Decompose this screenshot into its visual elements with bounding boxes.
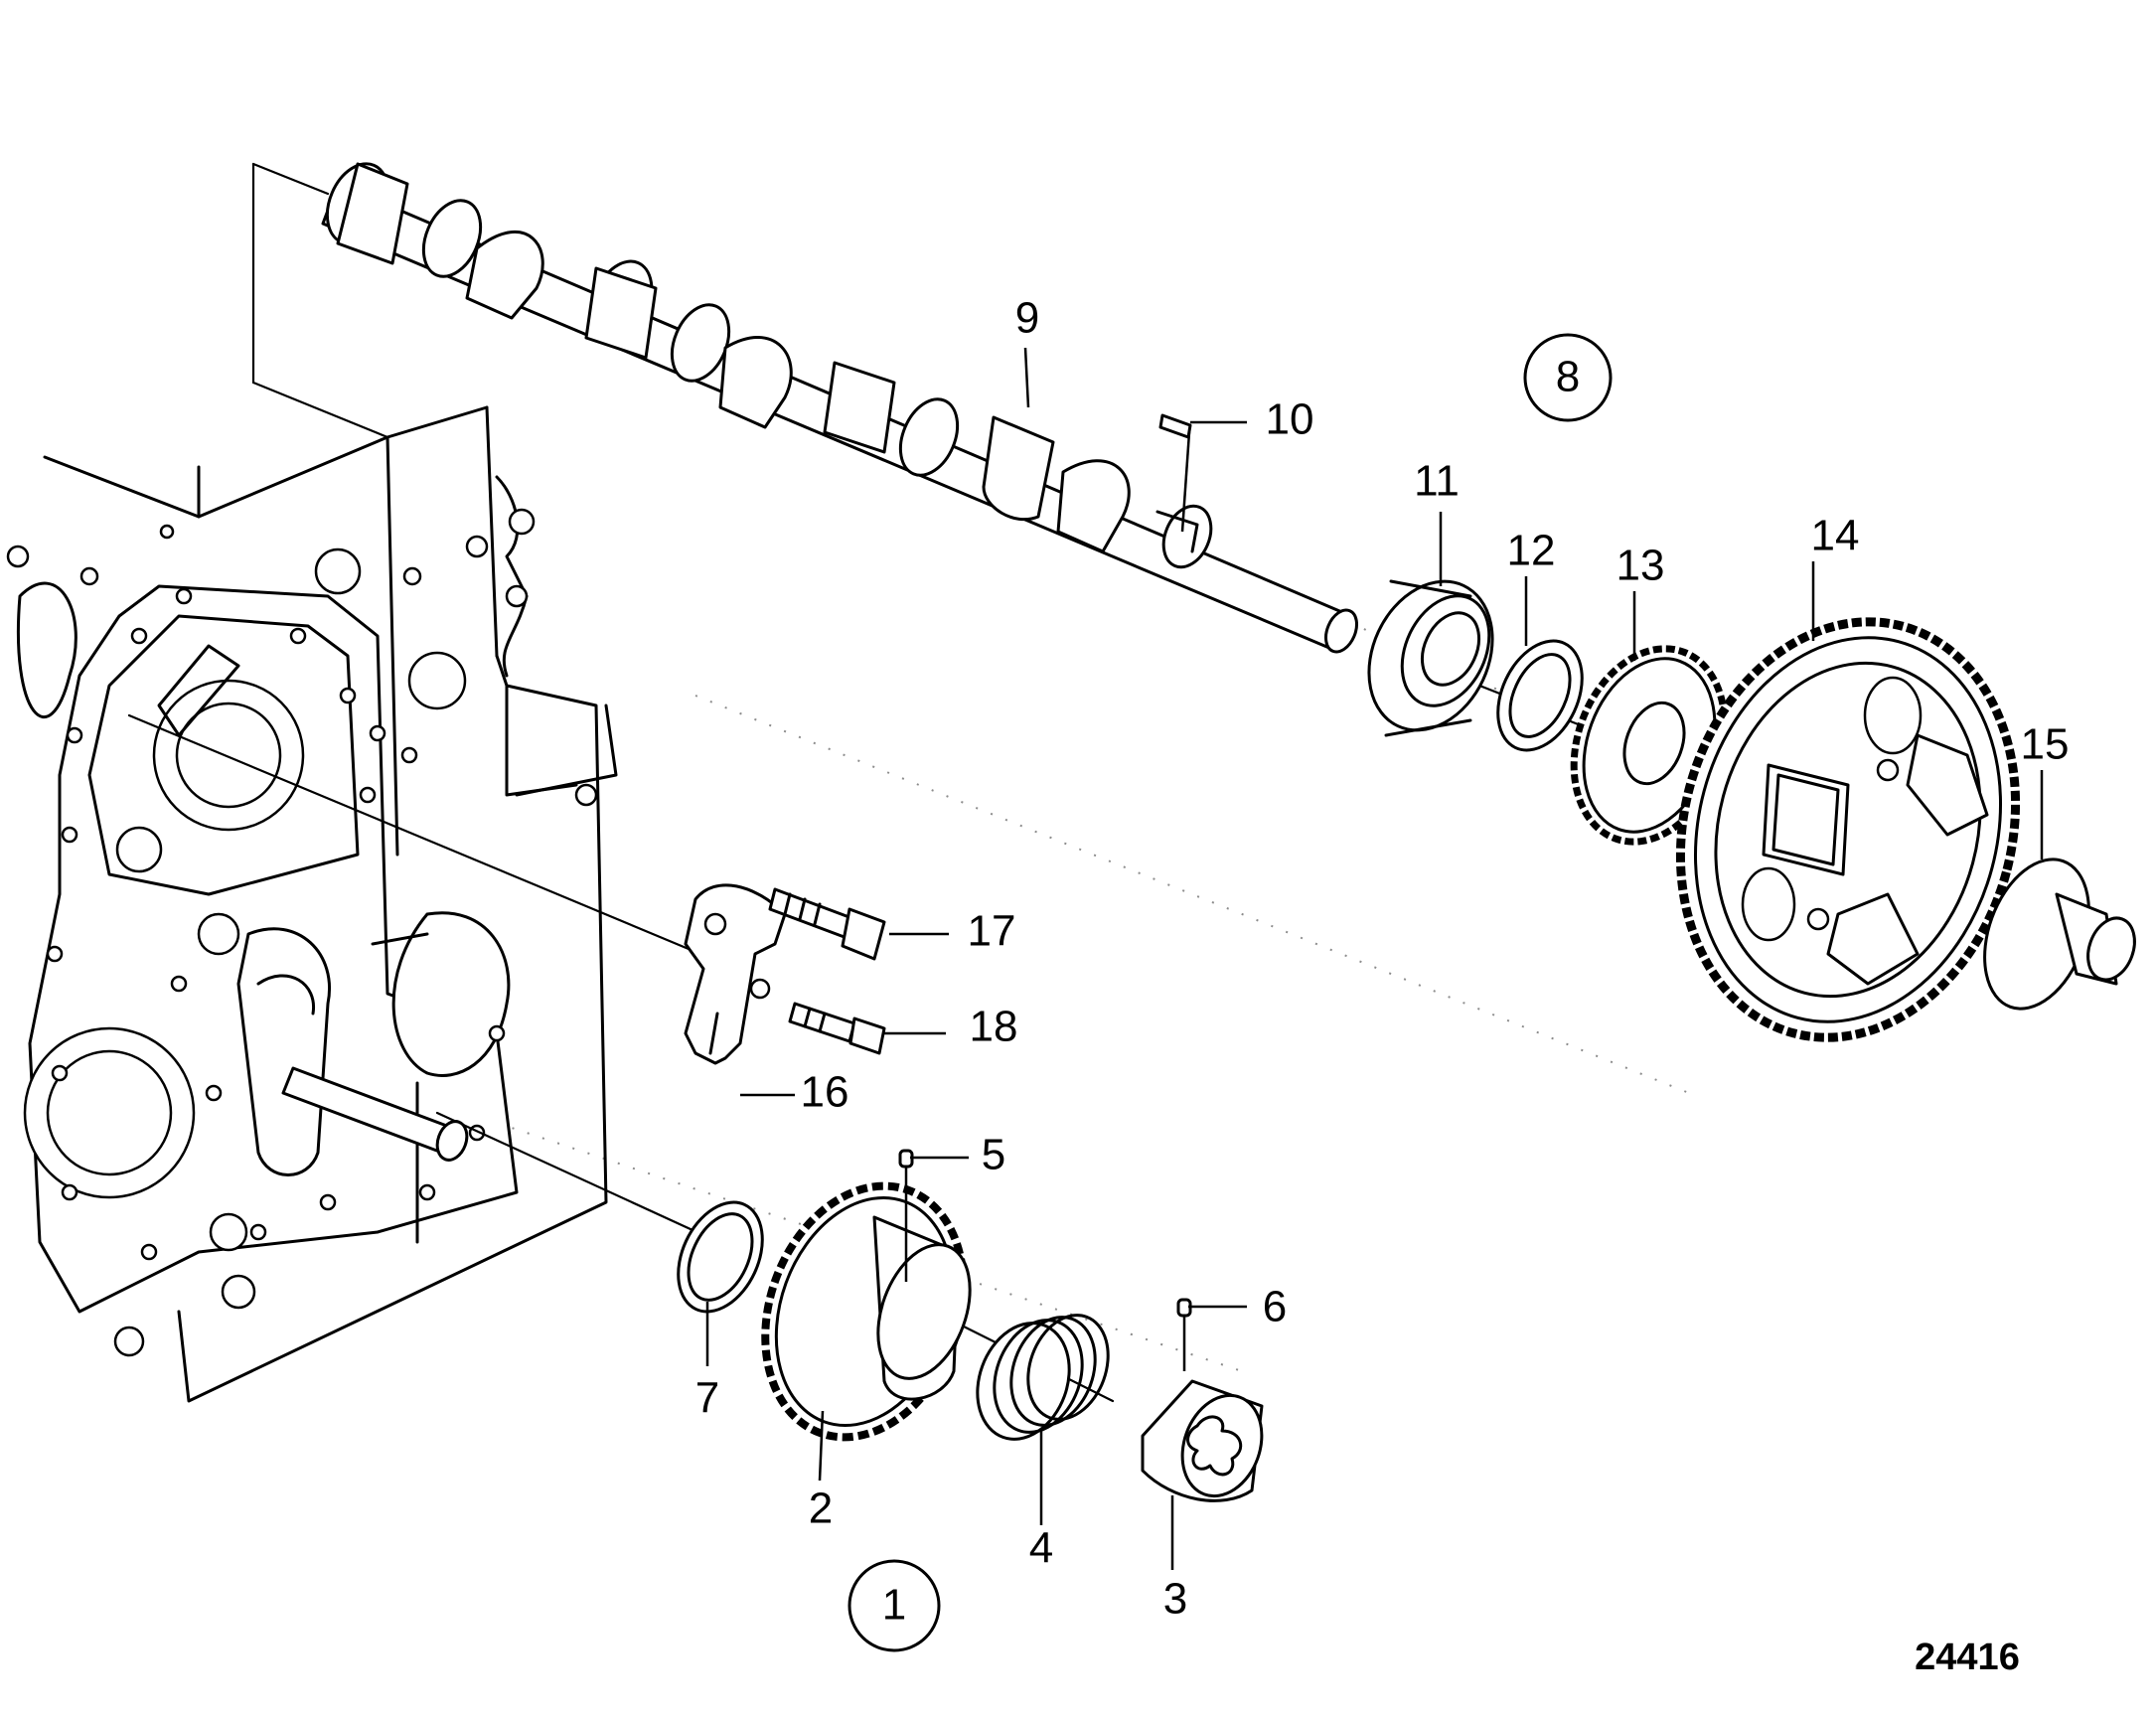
callout-9-label: 9 <box>1015 294 1039 343</box>
ball-bearing <box>1367 579 1494 737</box>
callout-16-label: 16 <box>801 1068 849 1117</box>
hub-sleeve <box>1141 1379 1264 1502</box>
o-ring <box>677 1200 764 1314</box>
callout-13-label: 13 <box>1617 542 1665 590</box>
bracket <box>684 883 787 1065</box>
callout-7-label: 7 <box>695 1374 719 1423</box>
spring <box>976 1314 1110 1441</box>
drawing-number: 24416 <box>1915 1637 2020 1678</box>
callout-6-label: 6 <box>1263 1283 1287 1331</box>
key <box>1158 413 1192 439</box>
callout-17-label: 17 <box>968 907 1016 956</box>
large-gear <box>1675 617 2021 1042</box>
callout-12-label: 12 <box>1507 527 1556 575</box>
callout-15-label: 15 <box>2021 720 2070 769</box>
sprocket-gear <box>761 1181 972 1442</box>
small-gear <box>1570 645 1729 846</box>
bolt-17 <box>768 887 886 961</box>
flange-hub <box>1983 858 2136 1011</box>
cover-bolt-holes <box>46 587 506 1261</box>
intermediate-shaft <box>281 1066 469 1162</box>
callout-5-label: 5 <box>982 1131 1005 1179</box>
callout-4-label: 4 <box>1029 1524 1053 1573</box>
callout-14-label: 14 <box>1811 512 1860 560</box>
callout-2-label: 2 <box>809 1484 833 1533</box>
bolt-18 <box>788 1002 886 1055</box>
callout-1-label: 1 <box>882 1581 906 1630</box>
callout-8-label: 8 <box>1556 353 1580 401</box>
callout-10-label: 10 <box>1266 395 1314 444</box>
spacer-ring <box>1496 639 1584 752</box>
engine-block <box>6 405 618 1403</box>
callout-3-label: 3 <box>1163 1575 1187 1624</box>
callout-18-label: 18 <box>970 1003 1018 1051</box>
assembly-axes <box>466 595 2038 1372</box>
callout-1: 1 <box>847 1559 941 1652</box>
leader-lines <box>705 347 2044 1570</box>
callout-8: 8 <box>1523 333 1613 422</box>
callout-labels: 1 2 3 4 5 6 7 8 9 10 11 12 13 14 15 16 1… <box>695 294 2070 1678</box>
camshaft <box>321 162 1358 654</box>
callout-11-label: 11 <box>1414 457 1460 506</box>
